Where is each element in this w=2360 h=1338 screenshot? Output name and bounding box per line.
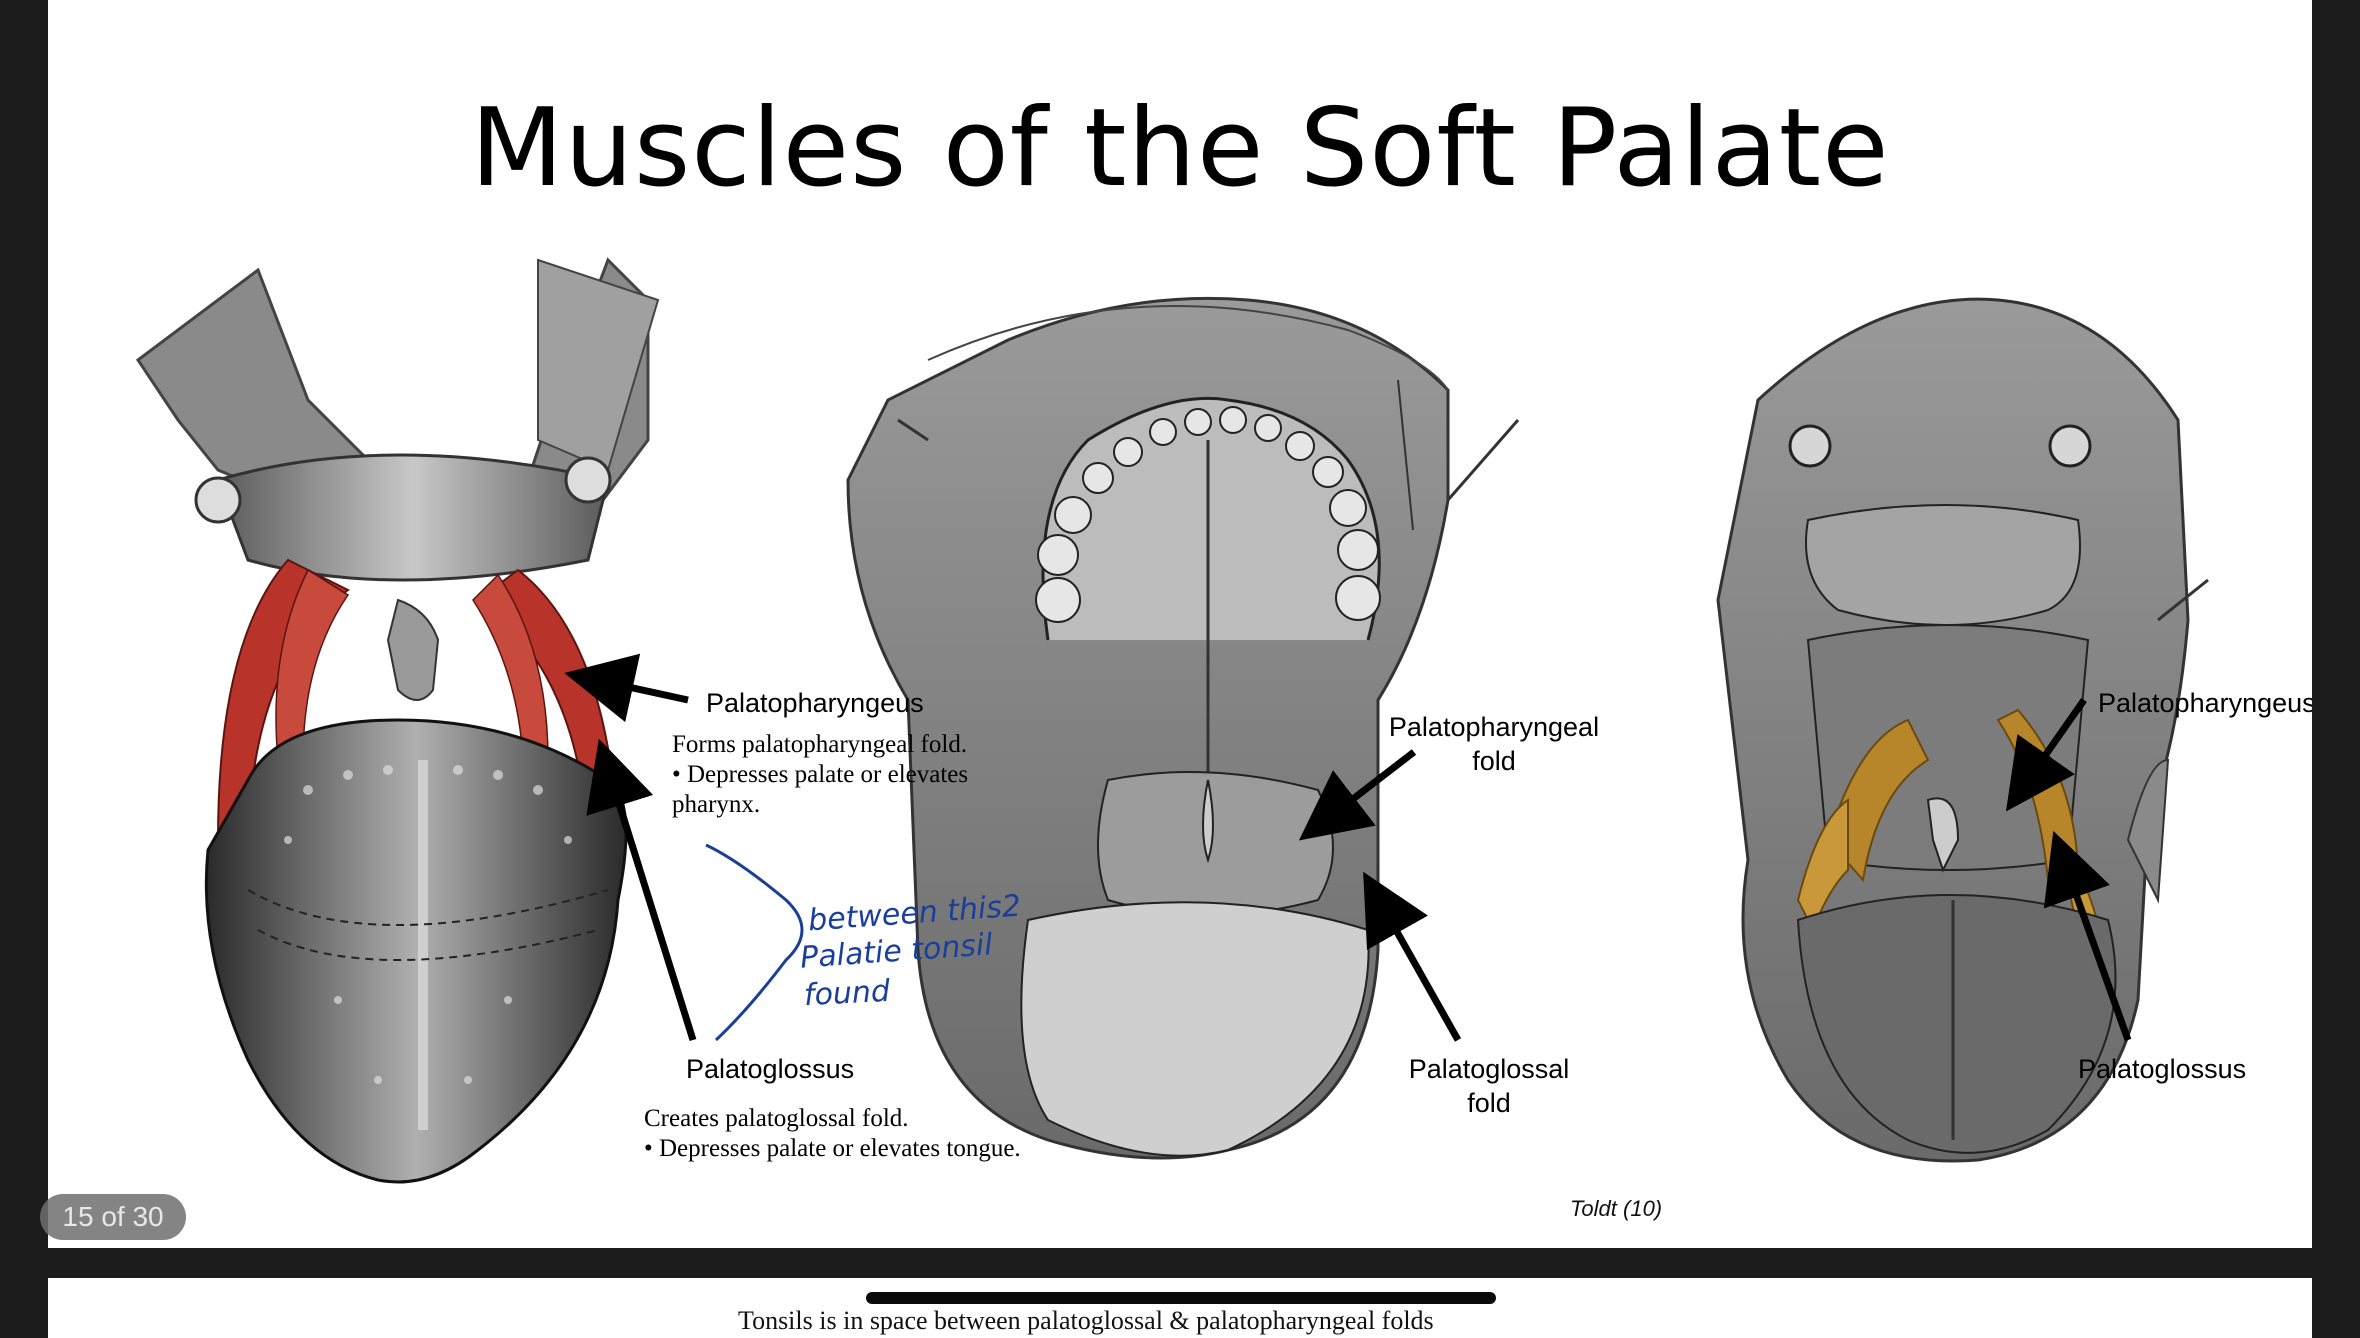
middle-palate-figure — [846, 296, 1520, 1160]
palatopharyngeus-desc-line3: pharynx. — [672, 791, 761, 818]
palatopharyngeus-description: Forms palatopharyngeal fold. • Depresses… — [672, 730, 968, 820]
right-palate-figure — [1716, 297, 2209, 1163]
palatopharyngeus-muscle-gold — [1826, 718, 1930, 883]
handwritten-note-line3: found — [803, 973, 891, 1014]
palatoglossal-fold-line2: fold — [1467, 1088, 1511, 1118]
palatoglossus-desc-line1: Creates palatoglossal fold. — [644, 1105, 909, 1132]
image-credit: Toldt (10) — [1570, 1196, 1663, 1221]
palatopharyngeal-fold-line2: fold — [1472, 746, 1516, 776]
label-palatopharyngeus-right: Palatopharyngeus — [2098, 688, 2312, 718]
label-palatoglossal-fold: Palatoglossal fold — [1394, 1052, 1584, 1120]
next-slide-text: Tonsils is in space between palatoglossa… — [738, 1306, 1434, 1335]
palatopharyngeal-fold-line1: Palatopharyngeal — [1388, 712, 1600, 742]
label-palatopharyngeal-fold: Palatopharyngeal fold — [1384, 710, 1604, 778]
home-indicator-bar[interactable] — [866, 1292, 1496, 1304]
left-palate-figure — [135, 257, 660, 1184]
handwritten-bracket — [705, 843, 804, 1042]
palatoglossus-description: Creates palatoglossal fold. • Depresses … — [644, 1104, 1021, 1164]
page-indicator-badge: 15 of 30 — [40, 1194, 186, 1240]
label-palatopharyngeus-left: Palatopharyngeus — [706, 688, 924, 718]
next-slide-preview[interactable]: Tonsils is in space between palatoglossa… — [48, 1278, 2312, 1338]
anatomy-illustrations — [135, 257, 2209, 1184]
palatoglossal-fold-line1: Palatoglossal — [1408, 1054, 1570, 1084]
slide-title: Muscles of the Soft Palate — [470, 86, 1890, 211]
tongue — [204, 718, 628, 1184]
slide: Muscles of the Soft Palate — [48, 0, 2312, 1248]
palatoglossus-desc-line2: • Depresses palate or elevates tongue. — [644, 1135, 1021, 1162]
palatopharyngeus-desc-line1: Forms palatopharyngeal fold. — [672, 731, 968, 758]
label-palatoglossus-right: Palatoglossus — [2078, 1054, 2247, 1084]
label-palatoglossus-left: Palatoglossus — [686, 1054, 855, 1084]
palatopharyngeus-desc-line2: • Depresses palate or elevates — [672, 761, 969, 788]
